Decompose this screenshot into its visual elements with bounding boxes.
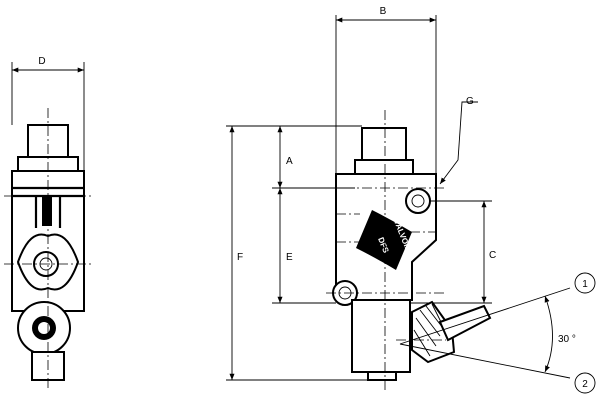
position-2-bubble bbox=[574, 372, 596, 394]
position-1-bubble bbox=[574, 272, 596, 294]
position-1-line bbox=[399, 287, 571, 345]
lower-housing bbox=[351, 299, 411, 373]
brand-plate bbox=[356, 210, 412, 270]
angle-label: 30 ° bbox=[558, 334, 576, 345]
housing-foot bbox=[367, 371, 397, 381]
dim-E-label: E bbox=[286, 252, 293, 263]
angle-arc bbox=[544, 295, 553, 373]
dim-C-label: C bbox=[489, 250, 496, 261]
front-flange bbox=[354, 159, 414, 175]
dim-D-label: D bbox=[38, 56, 45, 67]
dim-F-label: F bbox=[237, 252, 243, 263]
dim-B-label: B bbox=[380, 6, 387, 17]
leader-G bbox=[439, 101, 478, 185]
front-view: VALVOIL DFS 30 ° 1 2 B bbox=[226, 6, 596, 394]
dim-G-label: G bbox=[466, 96, 474, 107]
side-view: D bbox=[4, 56, 94, 390]
position-2-label: 2 bbox=[582, 379, 588, 390]
lever-boot bbox=[411, 300, 456, 364]
dim-A-label: A bbox=[286, 156, 293, 167]
side-stem-shadow bbox=[42, 196, 52, 226]
position-2-line bbox=[399, 343, 571, 379]
position-1-label: 1 bbox=[582, 279, 588, 290]
port-upper bbox=[405, 188, 431, 214]
